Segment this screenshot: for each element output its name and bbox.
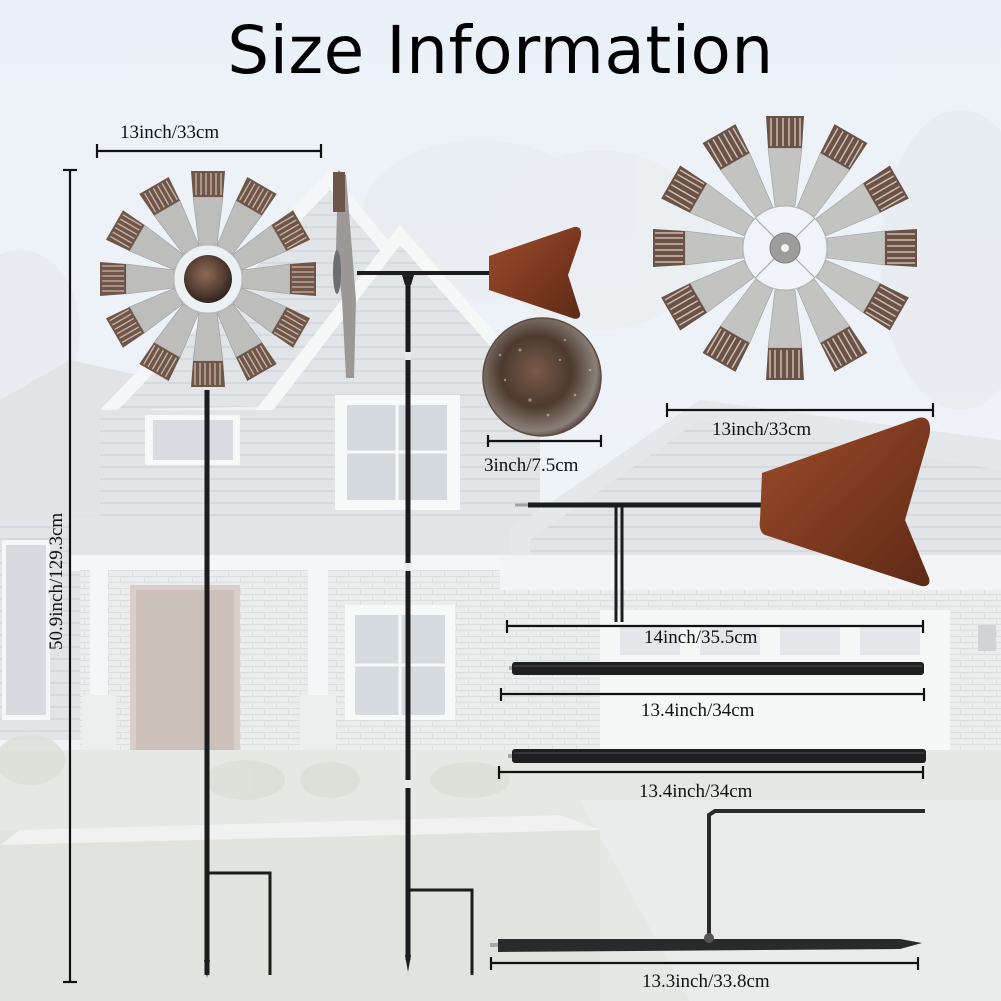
- windmill-wheel: [652, 115, 918, 381]
- ground-stake: [490, 809, 925, 952]
- tail-vane-assembly: [515, 417, 931, 622]
- wheel-width-right-label: 13inch/33cm: [712, 419, 812, 440]
- ground-stake-label: 13.3inch/33.8cm: [642, 971, 770, 992]
- hub-cap-label: 3inch/7.5cm: [484, 455, 579, 476]
- pole-section-2-label: 13.4inch/34cm: [639, 781, 753, 802]
- pole-section-1: [509, 662, 924, 675]
- wheel-width-left-label: 13inch/33cm: [120, 122, 220, 143]
- hub-cap: [482, 317, 602, 437]
- dimension-lines: [63, 144, 935, 984]
- assembled-windmill-side: [333, 170, 582, 975]
- assembled-windmill-front: [99, 170, 317, 978]
- pole-section-1-label: 13.4inch/34cm: [641, 700, 755, 721]
- tail-assembly-label: 14inch/35.5cm: [644, 627, 758, 648]
- total-height-label: 50.9inch/129.3cm: [46, 512, 67, 650]
- pole-section-2: [508, 749, 926, 763]
- page-title: Size Information: [227, 12, 774, 89]
